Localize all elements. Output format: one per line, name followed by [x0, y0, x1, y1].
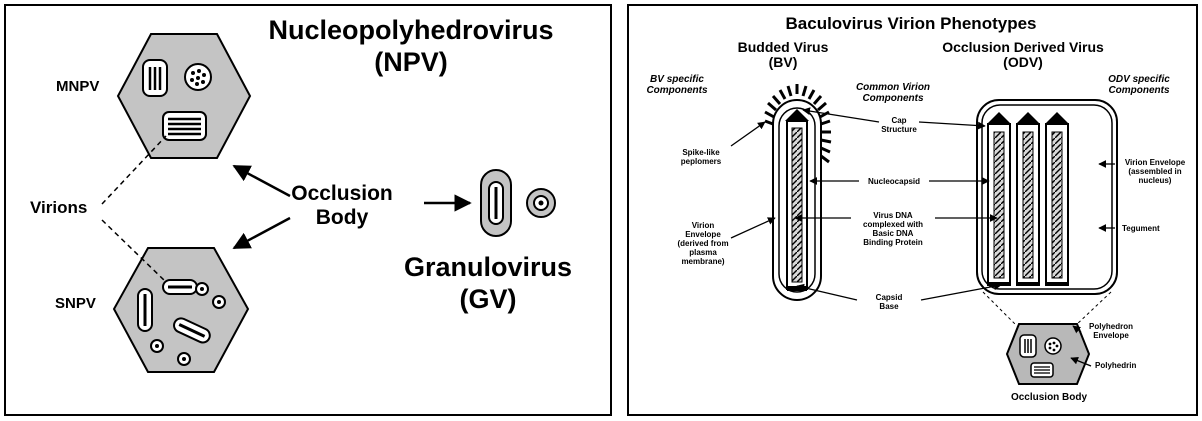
occlusion-body-label: Occlusion Body [291, 182, 393, 230]
odv-specific-heading: ODV specific Components [1108, 74, 1170, 96]
granulovirus-longitudinal [481, 170, 511, 236]
bv-envelope-label: Virion Envelope (derived from plasma mem… [677, 221, 728, 266]
arrow-to-mnpv [234, 166, 290, 196]
capsid-base-label: Capsid Base [876, 293, 903, 311]
bv-specific-heading: BV specific Components [646, 74, 707, 96]
bv-header: Budded Virus (BV) [738, 40, 829, 70]
mnpv-label: MNPV [56, 78, 99, 95]
virion-phenotypes-diagram [629, 6, 1196, 414]
granulovirus-title: Granulovirus (GV) [404, 251, 572, 315]
cap-structure-label: Cap Structure [881, 116, 917, 134]
virions-label: Virions [30, 198, 87, 218]
mnpv-occlusion-body [118, 34, 250, 158]
snpv-label: SNPV [55, 295, 96, 312]
npv-gv-panel: Nucleopolyhedrovirus (NPV) MNPV SNPV Vir… [4, 4, 612, 416]
odv-envelope-label: Virion Envelope (assembled in nucleus) [1125, 158, 1185, 185]
odv-header: Occlusion Derived Virus (ODV) [942, 40, 1104, 70]
virus-dna-label: Virus DNA complexed with Basic DNA Bindi… [863, 211, 923, 247]
polyhedron-envelope-label: Polyhedron Envelope [1089, 322, 1133, 340]
granulovirus-cross-section [527, 189, 555, 217]
npv-title: Nucleopolyhedrovirus (NPV) [268, 14, 553, 78]
common-components-heading: Common Virion Components [856, 82, 930, 104]
snpv-occlusion-body [114, 248, 248, 372]
spike-peplomers-label: Spike-like peplomers [681, 148, 721, 166]
arrow-to-snpv [234, 218, 290, 248]
nucleocapsid-label: Nucleocapsid [868, 177, 920, 186]
polyhedrin-label: Polyhedrin [1095, 361, 1136, 370]
tegument-label: Tegument [1122, 224, 1160, 233]
polyhedron-occlusion-body [1007, 324, 1089, 384]
occlusion-derived-virus [977, 100, 1117, 294]
budded-virus [765, 84, 831, 300]
occlusion-body-caption: Occlusion Body [1011, 392, 1087, 403]
phenotypes-title: Baculovirus Virion Phenotypes [786, 14, 1037, 33]
virion-phenotypes-panel: Baculovirus Virion Phenotypes Budded Vir… [627, 4, 1198, 416]
